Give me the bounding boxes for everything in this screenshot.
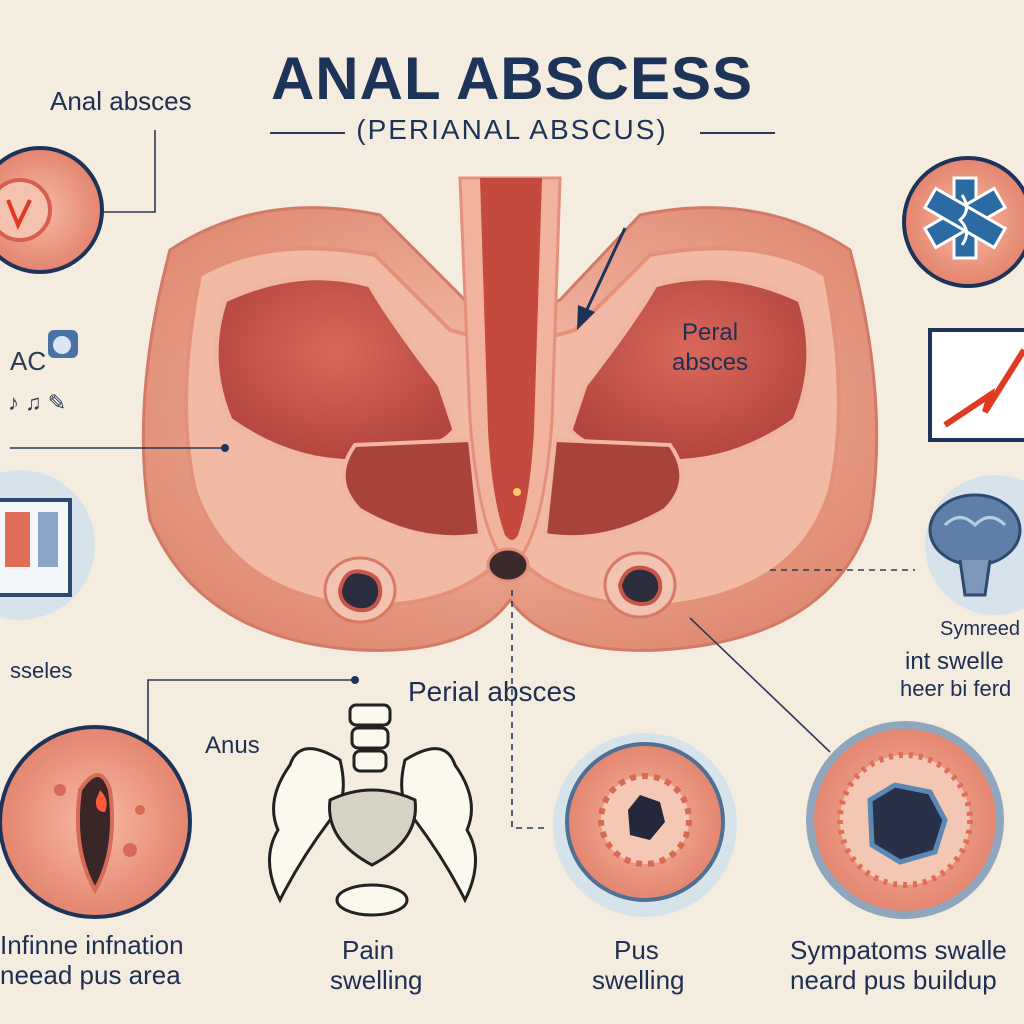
label-anal-absces: Anal absces xyxy=(50,86,192,116)
label-right-mid-2: int swelle xyxy=(905,648,1004,675)
label-right-mid-3: heer bi ferd xyxy=(900,676,1012,701)
caption-symptoms-line2: neard pus buildup xyxy=(790,965,997,995)
caption-symptoms: Sympatoms swalle neard pus buildup xyxy=(790,935,1024,995)
label-perial-absces: Perial absces xyxy=(408,676,577,707)
svg-text:AC: AC xyxy=(10,346,46,376)
caption-pain-line2: swelling xyxy=(330,965,423,995)
page-title: ANAL ABSCESS xyxy=(270,45,754,112)
label-anus: Anus xyxy=(205,732,260,759)
anal-opening xyxy=(486,547,530,583)
page-subtitle: (PERIANAL ABSCUS) xyxy=(356,114,668,145)
caption-pain-line1: Pain xyxy=(342,935,395,965)
caption-pus-line2: swelling xyxy=(592,965,685,995)
abscess-buildup-circle xyxy=(806,721,1004,919)
leader-lines xyxy=(10,130,915,829)
label-left-mid: sseles xyxy=(10,658,73,683)
caption-symptoms-line1: Sympatoms swalle xyxy=(790,935,1007,965)
pointer-arrow xyxy=(577,227,627,330)
abscess-zoom-circle xyxy=(0,146,104,274)
perianal-region xyxy=(141,176,879,652)
svg-text:♪ ♫ ✎: ♪ ♫ ✎ xyxy=(8,390,66,415)
caption-pus-line1: Pus xyxy=(614,935,659,965)
monitor-icon xyxy=(0,470,95,620)
doctor-icon: AC ♪ ♫ ✎ xyxy=(8,330,78,415)
label-peral-absces: Peral absces xyxy=(672,319,749,376)
caption-inflammation: Infinne infnation neead pus area xyxy=(0,930,230,990)
caption-pain: Pain swelling xyxy=(330,935,470,995)
brain-icon xyxy=(925,475,1024,615)
medical-star-of-life-icon xyxy=(902,156,1024,288)
caption-pus: Pus swelling xyxy=(592,935,732,995)
abscess-left xyxy=(323,556,397,624)
abscess-right xyxy=(603,551,677,619)
inflammation-circle xyxy=(0,725,192,919)
alert-chart-icon xyxy=(928,328,1024,442)
caption-inflammation-line2: neead pus area xyxy=(0,960,181,990)
pus-circle xyxy=(553,733,737,917)
caption-inflammation-line1: Infinne infnation xyxy=(0,930,184,960)
label-right-mid-1: Symreed xyxy=(940,618,1021,640)
pelvis-bone-icon xyxy=(268,703,477,917)
